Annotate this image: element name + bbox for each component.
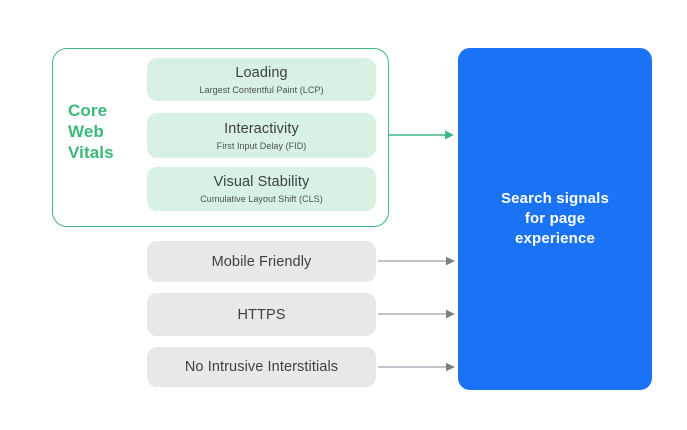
core-web-vitals-label-line-1: Core [68, 101, 108, 120]
card-no-intrusive-interstitials-title: No Intrusive Interstitials [184, 359, 339, 375]
card-visual-stability-subtitle: Cumulative Layout Shift (CLS) [200, 194, 323, 204]
card-visual-stability-title: Visual Stability [213, 174, 310, 190]
search-signals-panel-text: Search signals for page experience [487, 189, 623, 249]
card-loading[interactable]: Loading Largest Contentful Paint (LCP) [147, 58, 376, 101]
core-web-vitals-label-line-3: Vitals [68, 143, 114, 162]
card-interactivity-subtitle: First Input Delay (FID) [216, 140, 307, 151]
card-interactivity-title: Interactivity [224, 120, 299, 137]
card-mobile-friendly[interactable]: Mobile Friendly [147, 241, 376, 282]
card-https-title: HTTPS [237, 306, 286, 323]
card-mobile-friendly-title: Mobile Friendly [211, 253, 312, 270]
card-loading-subtitle: Largest Contentful Paint (LCP) [199, 84, 324, 95]
card-visual-stability[interactable]: Visual Stability Cumulative Layout Shift… [147, 167, 376, 211]
arrow-core-web-vitals-icon [389, 129, 455, 141]
search-signals-line-3: experience [515, 230, 595, 247]
arrow-interstitials-icon [378, 361, 456, 373]
core-web-vitals-label: Core Web Vitals [68, 100, 140, 163]
card-interactivity[interactable]: Interactivity First Input Delay (FID) [147, 113, 376, 158]
search-signals-panel[interactable]: Search signals for page experience [458, 48, 652, 390]
search-signals-line-1: Search signals [501, 190, 609, 207]
card-no-intrusive-interstitials[interactable]: No Intrusive Interstitials [147, 347, 376, 387]
card-loading-title: Loading [235, 64, 288, 81]
card-https[interactable]: HTTPS [147, 293, 376, 336]
search-signals-line-2: for page [524, 210, 586, 227]
arrow-mobile-friendly-icon [378, 255, 456, 267]
arrow-https-icon [378, 308, 456, 320]
core-web-vitals-label-line-2: Web [68, 122, 104, 141]
